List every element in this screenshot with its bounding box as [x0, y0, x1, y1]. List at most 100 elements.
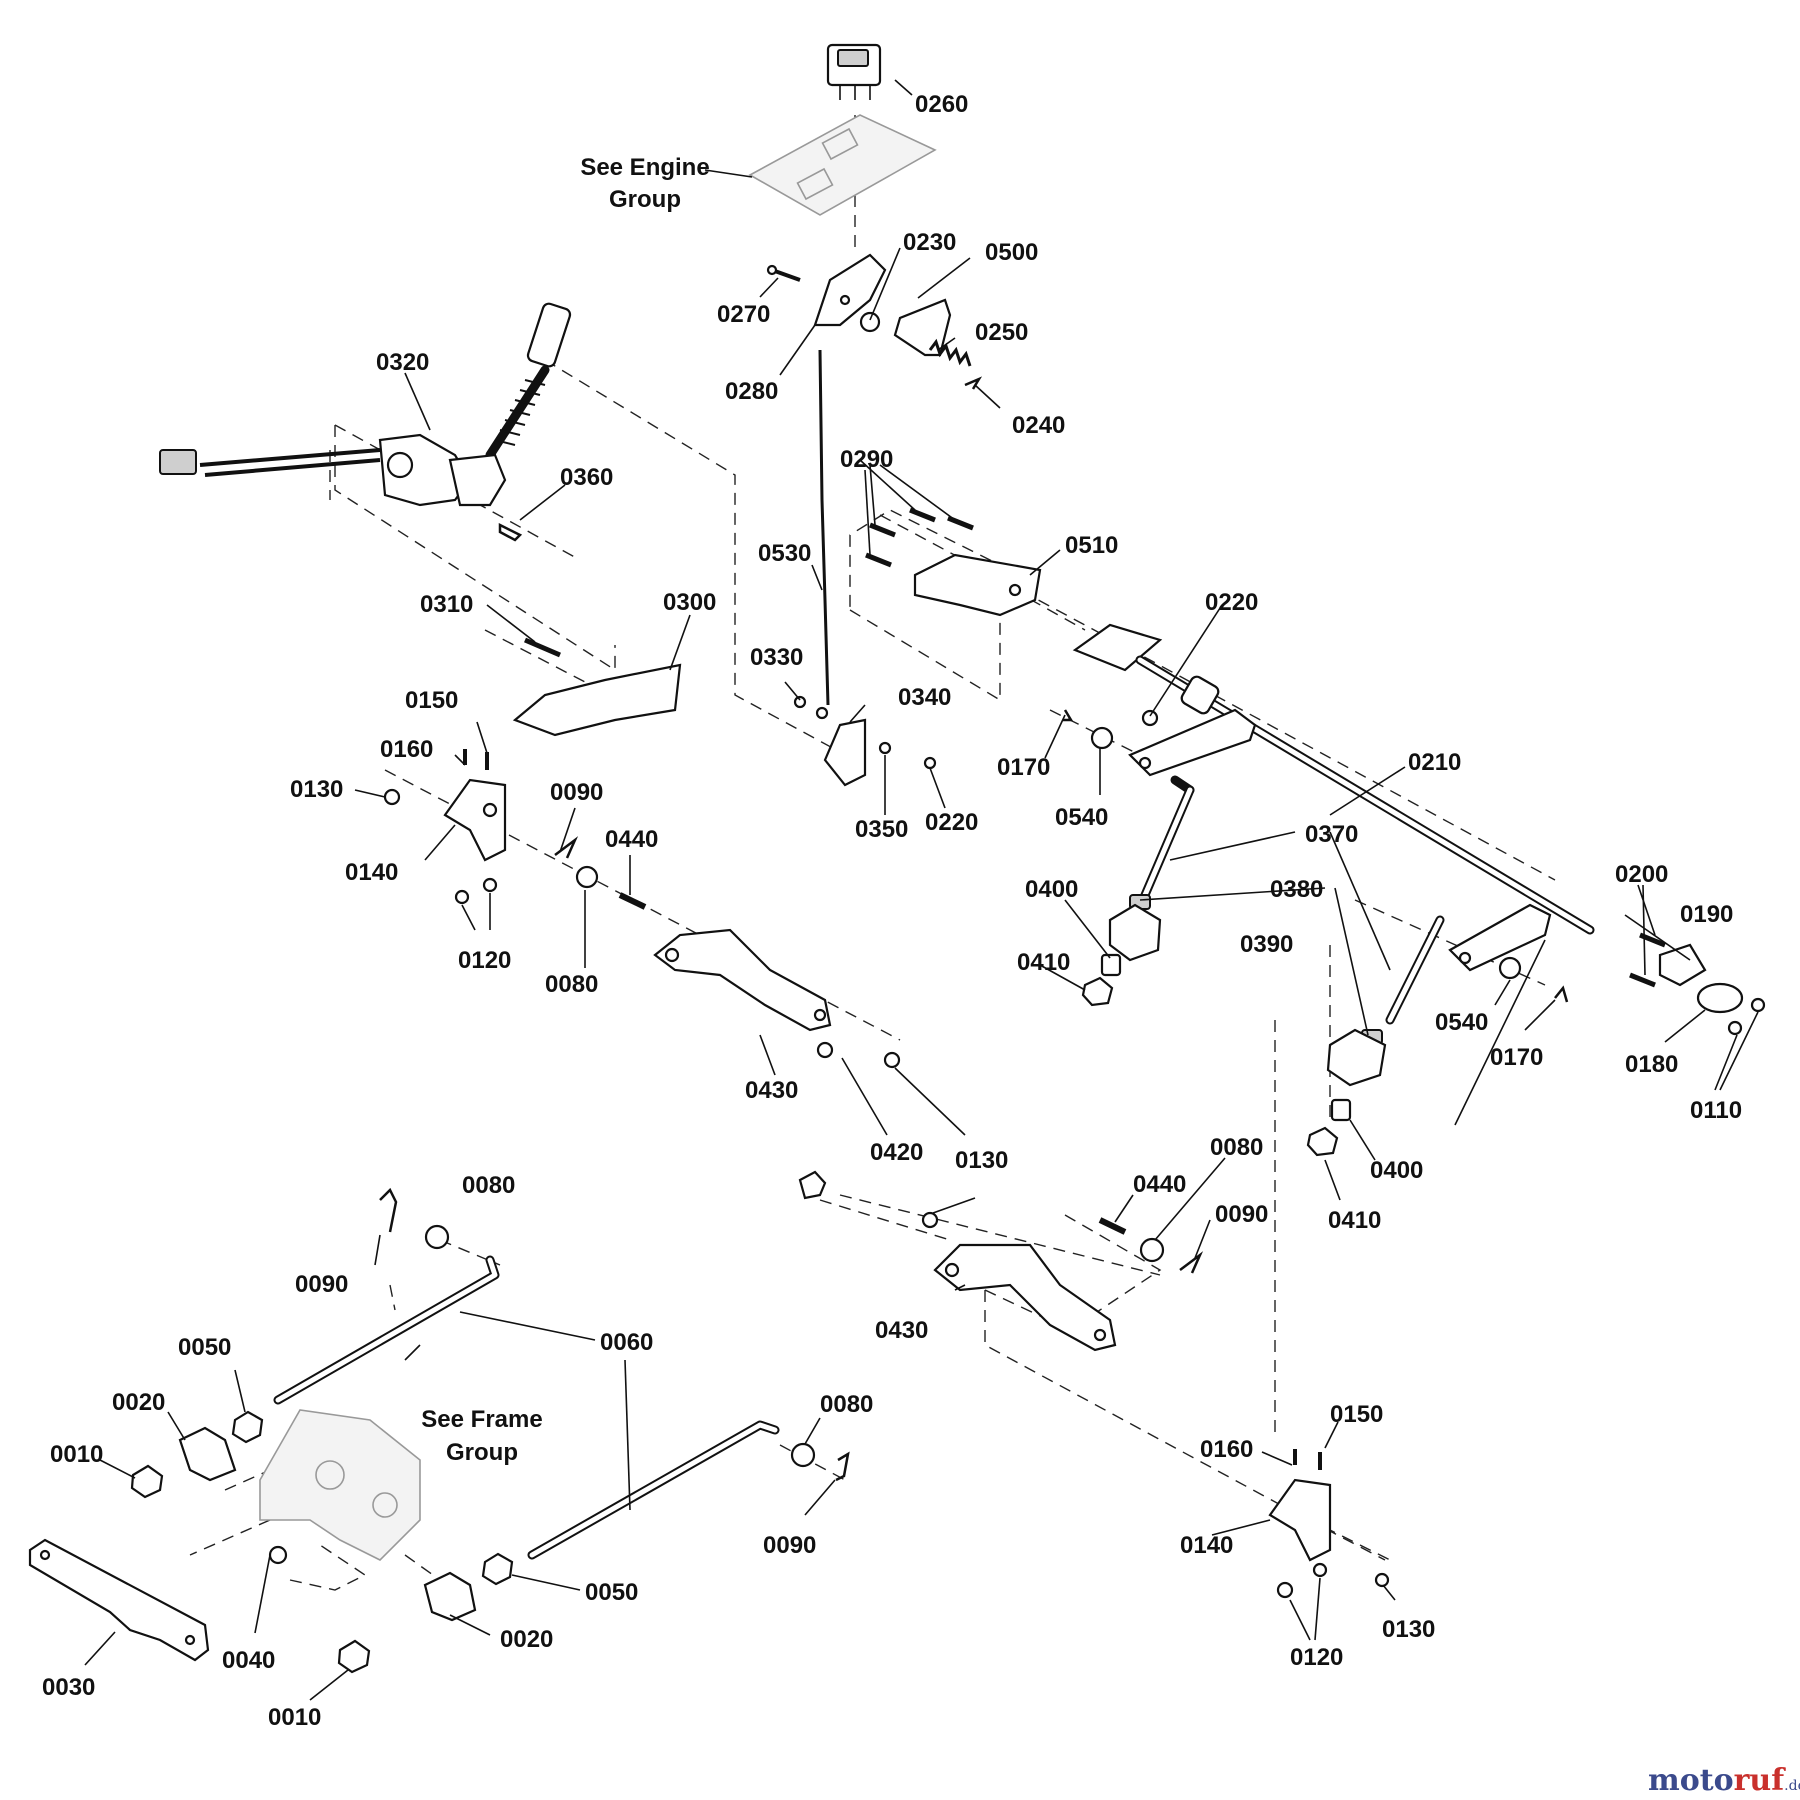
- label-0210: 0210: [1408, 749, 1461, 776]
- cam-plate-0230: [813, 253, 887, 327]
- leader-lines: [84, 79, 1759, 1701]
- label-0410-left: 0410: [1017, 949, 1070, 976]
- bar-0030: [28, 1538, 210, 1662]
- label-0220-mid: 0220: [925, 809, 978, 836]
- label-0290: 0290: [840, 446, 893, 473]
- watermark-part2: ruf: [1734, 1763, 1787, 1798]
- label-0280: 0280: [725, 378, 778, 405]
- label-0200: 0200: [1615, 861, 1668, 888]
- label-0310: 0310: [420, 591, 473, 618]
- label-0120-upper: 0120: [458, 947, 511, 974]
- label-0050-upper: 0050: [178, 1334, 231, 1361]
- label-0440-upper: 0440: [605, 826, 658, 853]
- label-0140-lower: 0140: [1180, 1532, 1233, 1559]
- label-0080-lower: 0080: [820, 1391, 873, 1418]
- label-0170-left: 0170: [997, 754, 1050, 781]
- rod-0530: [818, 349, 830, 706]
- label-0320: 0320: [376, 349, 429, 376]
- label-0050-lower: 0050: [585, 1579, 638, 1606]
- washer-0230: [859, 311, 881, 333]
- label-0360: 0360: [560, 464, 613, 491]
- label-0400-left: 0400: [1025, 876, 1078, 903]
- label-0400-right: 0400: [1370, 1157, 1423, 1184]
- label-0030: 0030: [42, 1674, 95, 1701]
- label-0130-upper: 0130: [290, 776, 343, 803]
- arm-0210-left: [1128, 708, 1257, 777]
- label-0140-upper: 0140: [345, 859, 398, 886]
- label-0150-lower: 0150: [1330, 1401, 1383, 1428]
- label-0080-upperleft: 0080: [462, 1172, 515, 1199]
- flange-0180: [1696, 982, 1744, 1014]
- label-0090-upper: 0090: [550, 779, 603, 806]
- label-0390: 0390: [1240, 931, 1293, 958]
- label-0160-upper: 0160: [380, 736, 433, 763]
- label-0380: 0380: [1270, 876, 1323, 903]
- spring-0250: [928, 338, 972, 367]
- rocker-switch-0260: [826, 43, 882, 100]
- label-0120-lower: 0120: [1290, 1644, 1343, 1671]
- label-0010-lower: 0010: [268, 1704, 321, 1731]
- pivot-0020-upper: [178, 1426, 237, 1482]
- label-0020-lower: 0020: [500, 1626, 553, 1653]
- label-0170-right: 0170: [1490, 1044, 1543, 1071]
- label-0350: 0350: [855, 816, 908, 843]
- label-0130-lower: 0130: [1382, 1616, 1435, 1643]
- label-0540-right: 0540: [1435, 1009, 1488, 1036]
- group-references: See Engine Group See Frame Group: [421, 154, 709, 1466]
- pivot-0020-lower: [423, 1571, 477, 1622]
- label-0440-lower: 0440: [1133, 1171, 1186, 1198]
- label-0340: 0340: [898, 684, 951, 711]
- shaft-0210: [1072, 623, 1595, 935]
- note-engine-group-line1: See Engine: [580, 154, 709, 181]
- label-0090-mid: 0090: [1215, 1201, 1268, 1228]
- label-0270: 0270: [717, 301, 770, 328]
- label-0180: 0180: [1625, 1051, 1678, 1078]
- label-0160-lower: 0160: [1200, 1436, 1253, 1463]
- label-0150-upper: 0150: [405, 687, 458, 714]
- part-labels: 0260 0230 0500 0270 0250 0280 0240 0320 …: [42, 91, 1742, 1731]
- bracket-0510: [913, 553, 1042, 617]
- label-0370: 0370: [1305, 821, 1358, 848]
- note-frame-group-line2: Group: [446, 1439, 518, 1466]
- watermark-suffix: .de: [1784, 1778, 1800, 1794]
- label-0130-mid: 0130: [955, 1147, 1008, 1174]
- label-0080-upper: 0080: [545, 971, 598, 998]
- label-0020-upper: 0020: [112, 1389, 165, 1416]
- label-0430-upper: 0430: [745, 1077, 798, 1104]
- bracket-0140-lower: [1268, 1478, 1332, 1562]
- label-0500: 0500: [985, 239, 1038, 266]
- parts-art: [28, 43, 1766, 1674]
- bracket-0140-upper: [443, 778, 507, 862]
- engine-plate-ghost: [748, 114, 937, 216]
- bracket-0340: [823, 718, 867, 787]
- bearing-0190: [1658, 943, 1707, 987]
- assembly-dashed-lines: [189, 115, 1556, 1591]
- label-0090-lower: 0090: [763, 1532, 816, 1559]
- label-0240: 0240: [1012, 412, 1065, 439]
- label-0010-upper: 0010: [50, 1441, 103, 1468]
- bolts-0290: [865, 507, 974, 568]
- lift-actuator-0320: [159, 302, 572, 507]
- note-engine-group-line2: Group: [609, 186, 681, 213]
- label-0250: 0250: [975, 319, 1028, 346]
- label-0420: 0420: [870, 1139, 923, 1166]
- label-0230: 0230: [903, 229, 956, 256]
- label-0040: 0040: [222, 1647, 275, 1674]
- block-0390: [1108, 903, 1162, 962]
- label-0300: 0300: [663, 589, 716, 616]
- note-frame-group-line1: See Frame: [421, 1406, 542, 1433]
- label-0540-left: 0540: [1055, 804, 1108, 831]
- label-0110: 0110: [1690, 1097, 1742, 1124]
- label-0090-upperleft: 0090: [295, 1271, 348, 1298]
- watermark-part1: moto: [1648, 1763, 1734, 1798]
- watermark-logo: motoruf.de: [1648, 1763, 1800, 1798]
- label-0080-mid: 0080: [1210, 1134, 1263, 1161]
- label-0530: 0530: [758, 540, 811, 567]
- svg-text:motoruf.de: motoruf.de: [1648, 1763, 1800, 1798]
- link-0430-lower: [933, 1243, 1117, 1352]
- label-0190: 0190: [1680, 901, 1733, 928]
- label-0430-lower: 0430: [875, 1317, 928, 1344]
- frame-ghost: [259, 1409, 421, 1561]
- label-0410-right: 0410: [1328, 1207, 1381, 1234]
